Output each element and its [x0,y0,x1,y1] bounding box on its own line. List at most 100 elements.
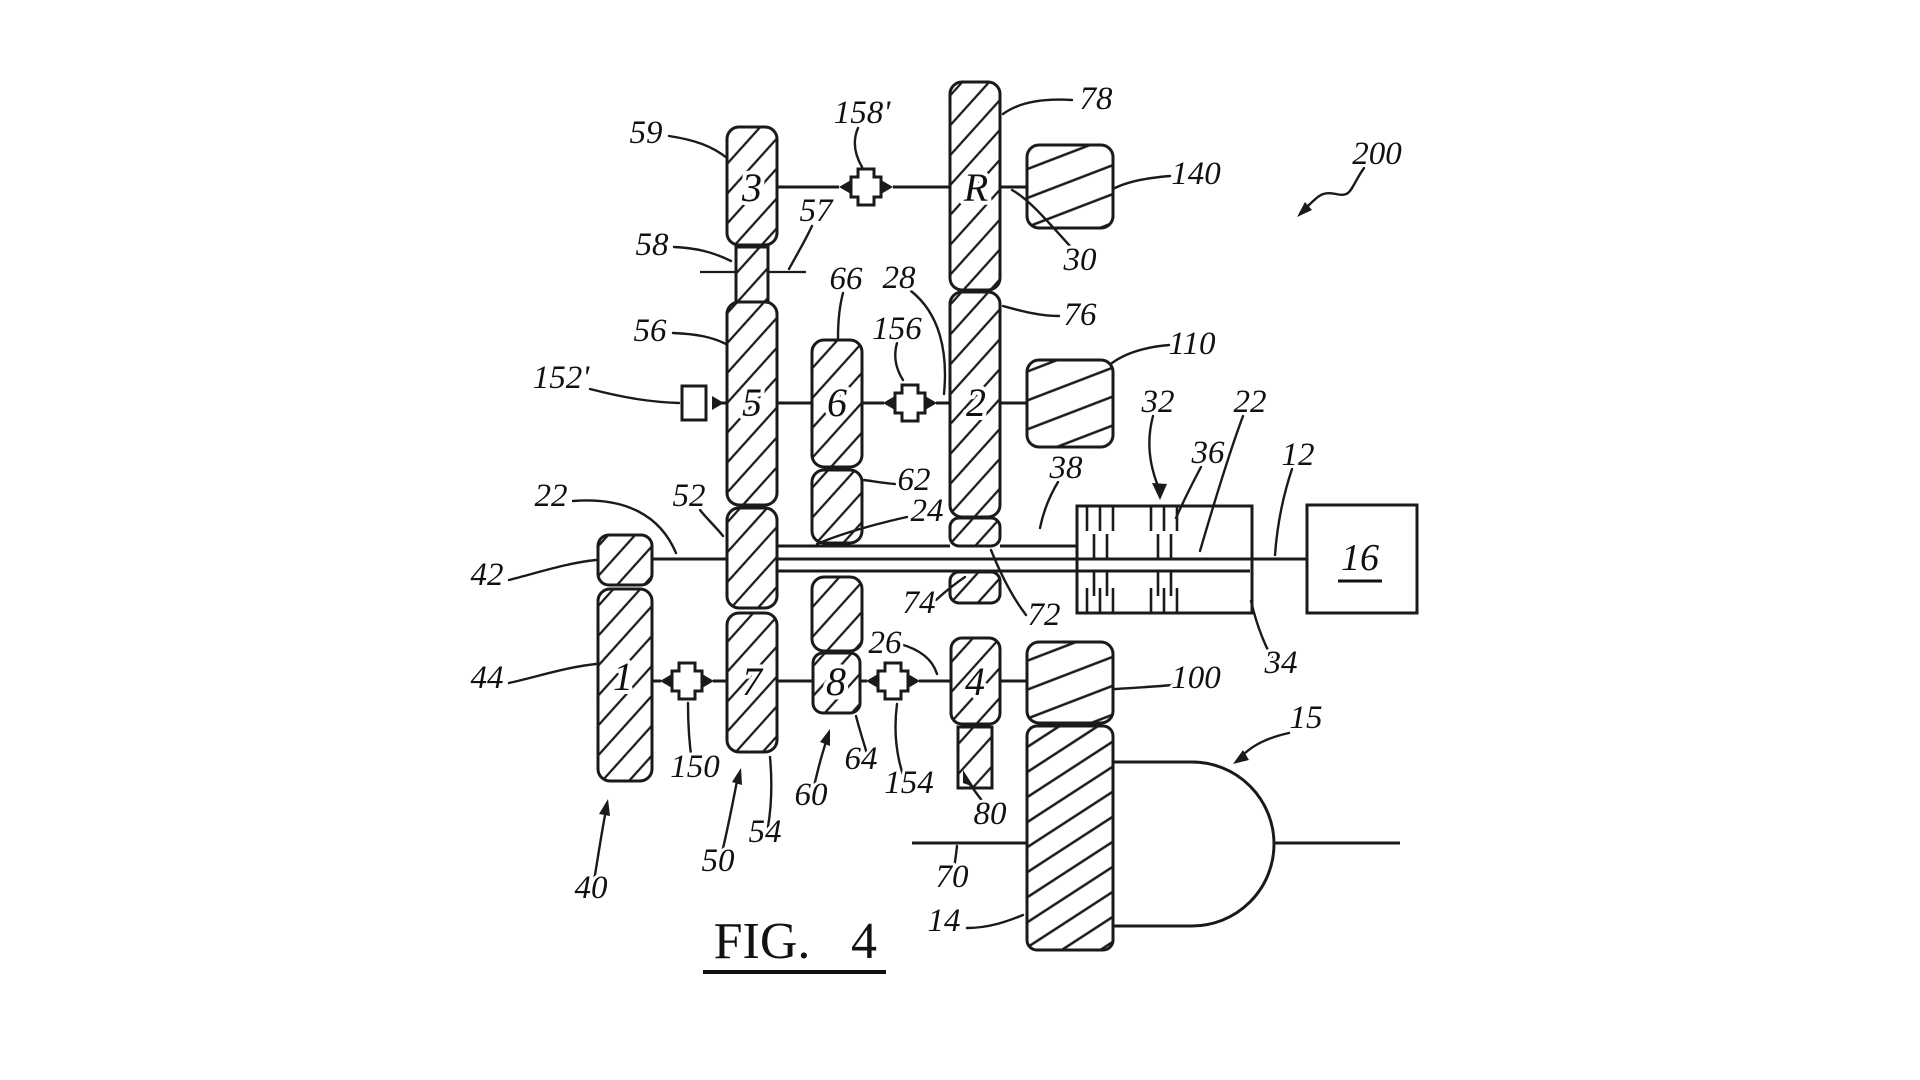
label-64: 64 [845,741,878,777]
label-158: 158' [834,95,892,131]
gear-7-number: 7 [742,659,764,704]
label-74: 74 [903,585,936,621]
gear-5-number: 5 [742,380,762,425]
gear-6 [810,338,864,469]
label-12: 12 [1282,437,1315,473]
synchronizer-152 [680,384,726,422]
gear-numbers: 3 5 7 6 8 R 2 4 1 [609,161,992,708]
arrow-60 [820,729,830,746]
synchronizer-158 [837,167,895,207]
label-54: 54 [749,814,782,850]
gear-column-left [596,533,654,783]
synchronizer-156 [881,383,939,423]
gear-42 [596,533,654,587]
label-28: 28 [883,260,917,296]
label-32: 32 [1141,384,1175,420]
label-72: 72 [1028,597,1061,633]
clutch-teeth-lower [1085,571,1179,613]
gear-5 [725,300,779,507]
gear-1 [596,587,654,783]
gear-7 [725,611,779,754]
engine-block-14 [1025,724,1115,952]
label-14: 14 [928,903,961,939]
label-60: 60 [795,777,829,813]
label-140: 140 [1171,156,1221,192]
leader-lines [507,98,1366,930]
label-36: 36 [1191,435,1226,471]
label-56: 56 [634,313,668,349]
label-152: 152' [533,360,591,396]
arrowheads [599,202,1312,816]
label-110: 110 [1168,326,1216,362]
figure-title-prefix: FIG. [714,913,811,970]
label-156: 156 [872,311,922,347]
label-42: 42 [471,557,504,593]
label-70: 70 [936,859,970,895]
label-58: 58 [636,227,670,263]
gear-74-upper [810,575,864,653]
label-24: 24 [911,493,944,529]
block-140 [1025,143,1115,230]
gear-R-number: R [963,165,988,210]
gear-4 [949,636,1002,726]
gear-72 [948,516,1002,548]
box-16-outline [1305,503,1419,615]
arrow-200 [1297,202,1312,217]
label-78: 78 [1080,81,1114,117]
label-66: 66 [830,261,864,297]
arrow-40 [599,799,610,816]
label-40: 40 [575,870,609,906]
gear-3 [725,125,779,247]
gear-column-B [810,338,864,715]
synchronizer-150 [658,661,716,701]
hub-58 [734,245,770,304]
label-200: 200 [1352,136,1402,172]
gear-4-number: 4 [965,659,985,704]
gear-column-D [1025,143,1115,725]
arrow-80 [963,770,974,787]
arrow-15 [1233,750,1249,764]
label-22-right: 22 [1234,384,1267,420]
gear-8 [811,651,862,715]
label-76: 76 [1064,297,1098,333]
label-57: 57 [800,193,835,229]
label-26: 26 [869,625,903,661]
label-59: 59 [630,115,663,151]
gear-1-number: 1 [613,654,633,699]
gear-6-number: 6 [827,380,847,425]
block-110 [1025,358,1115,449]
box-16-label: 16 [1341,537,1379,579]
figure-title: FIG. 4 [703,913,886,974]
label-150: 150 [670,749,720,785]
figure-title-number: 4 [851,913,877,970]
label-34: 34 [1264,645,1298,681]
arrow-50 [732,768,742,785]
label-50: 50 [702,843,736,879]
clutch-teeth-upper [1085,506,1179,559]
output-box-16: 16 [1305,503,1419,615]
label-44: 44 [471,660,504,696]
gear-8-number: 8 [826,659,846,704]
prime-mover-15-shape [1113,760,1276,928]
label-52: 52 [673,478,706,514]
gear-74 [948,570,1002,605]
gear-column-A [725,125,779,754]
label-100: 100 [1171,660,1221,696]
gear-column-C [948,80,1002,790]
label-15: 15 [1290,700,1323,736]
reference-labels: 59 158' 78 140 200 30 57 58 56 66 28 76 … [468,78,1406,942]
label-38: 38 [1049,450,1084,486]
gear-R [948,80,1002,292]
gear-52 [725,506,779,610]
gear-62 [810,468,864,545]
block-100 [1025,640,1115,725]
label-62: 62 [898,462,931,498]
label-154: 154 [884,765,934,801]
gear-3-number: 3 [741,165,762,210]
label-22-left: 22 [535,478,568,514]
label-30: 30 [1063,242,1098,278]
gear-2-number: 2 [966,380,986,425]
synchronizer-154 [864,661,922,701]
